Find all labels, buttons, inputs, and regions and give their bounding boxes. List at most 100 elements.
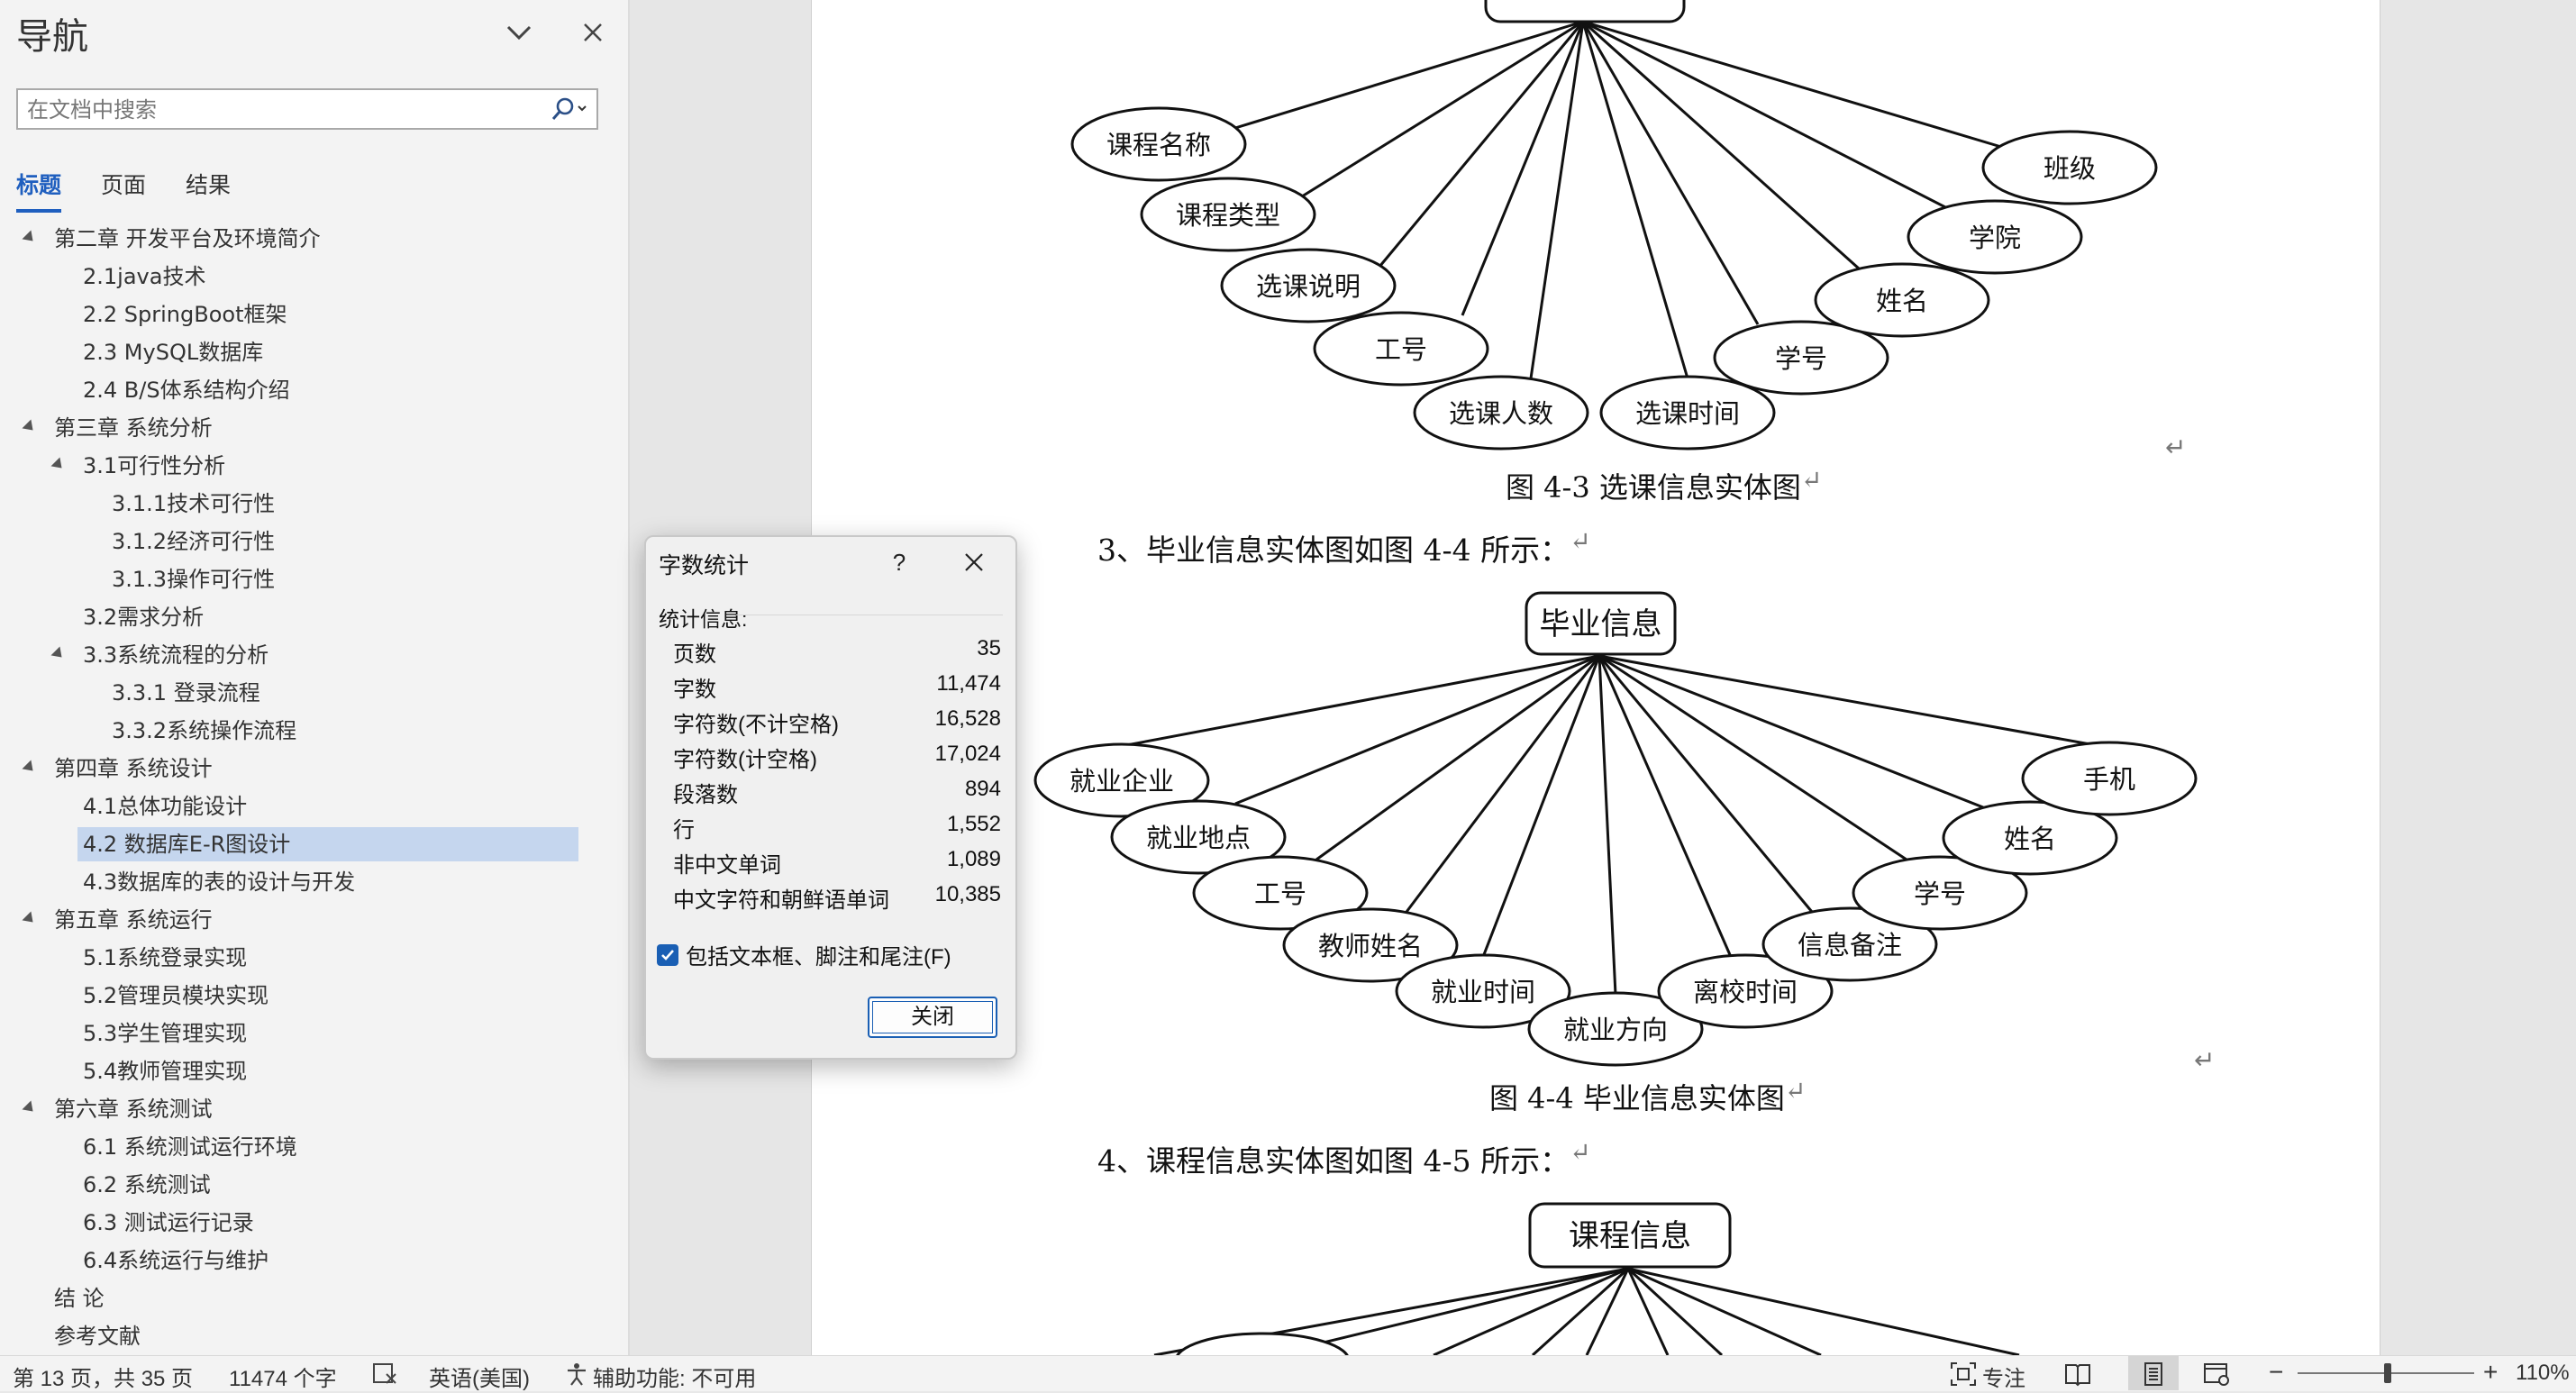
stat-value: 35 [977, 636, 1001, 660]
attribute-label: 学院 [1969, 223, 2021, 253]
dialog-close-icon[interactable] [949, 542, 999, 582]
expand-triangle-icon[interactable] [22, 760, 38, 776]
page-indicator[interactable]: 第 13 页，共 35 页 [13, 1367, 194, 1391]
outline-item[interactable]: 第五章 系统运行 [54, 907, 213, 933]
nav-search-input[interactable] [25, 94, 551, 126]
attribute-ellipse [1761, 906, 1938, 982]
outline-item[interactable]: 3.3系统流程的分析 [83, 642, 269, 668]
outline-item[interactable]: 3.3.2系统操作流程 [112, 718, 297, 743]
checkbox-label: 包括文本框、脚注和尾注(F) [686, 945, 951, 970]
expand-triangle-icon[interactable] [22, 230, 38, 246]
focus-mode-button[interactable]: 专注 [1982, 1367, 2025, 1391]
stat-value: 1,552 [946, 812, 1001, 836]
stat-value: 894 [964, 777, 1001, 801]
expand-triangle-icon[interactable] [22, 911, 38, 927]
web-layout-icon[interactable] [2202, 1361, 2231, 1393]
stat-value: 11,474 [936, 671, 1001, 696]
outline-item[interactable]: 2.2 SpringBoot框架 [83, 302, 287, 327]
relationship-line [1627, 1267, 2020, 1355]
attribute-ellipse [1907, 199, 2083, 275]
zoom-out-icon[interactable]: − [2269, 1358, 2284, 1386]
nav-options-chevron-icon[interactable] [499, 13, 539, 52]
help-button[interactable]: ? [892, 549, 906, 576]
attribute-label: 工号 [1375, 334, 1427, 365]
tab-headings[interactable]: 标题 [16, 168, 62, 213]
outline-item[interactable]: 6.2 系统测试 [83, 1172, 211, 1197]
nav-search-box[interactable] [16, 88, 598, 130]
stat-label: 中文字符和朝鲜语单词 [673, 888, 889, 913]
outline-item[interactable]: 3.1可行性分析 [83, 453, 226, 478]
outline-item[interactable]: 3.1.1技术可行性 [112, 491, 276, 516]
outline-item[interactable]: 6.1 系统测试运行环境 [83, 1134, 297, 1160]
checkbox-checked-icon[interactable] [657, 943, 678, 966]
outline-item[interactable]: 2.4 B/S体系结构介绍 [83, 378, 290, 403]
attribute-ellipse [1981, 130, 2158, 205]
attribute-ellipse [1527, 991, 1704, 1067]
outline-item[interactable]: 6.3 测试运行记录 [83, 1210, 254, 1235]
zoom-in-icon[interactable]: + [2483, 1358, 2499, 1386]
outline-item[interactable]: 2.1java技术 [83, 264, 206, 289]
paragraph-text: 4、课程信息实体图如图 4-5 所示： [1097, 1143, 1570, 1179]
attribute-ellipse [2021, 741, 2198, 816]
focus-icon[interactable] [1950, 1361, 1977, 1393]
include-textboxes-checkbox[interactable]: 包括文本框、脚注和尾注(F) [657, 939, 951, 970]
attribute-label: 学号 [1775, 343, 1827, 374]
print-layout-icon[interactable] [2128, 1356, 2179, 1390]
outline-item[interactable]: 5.3学生管理实现 [83, 1021, 248, 1046]
figure-caption-4-3: 图 4-3 选课信息实体图↵ [1506, 465, 1822, 506]
tab-pages[interactable]: 页面 [101, 172, 147, 198]
attribute-label: 教师姓名 [1318, 931, 1423, 961]
outline-item[interactable]: 3.1.3操作可行性 [112, 567, 276, 592]
zoom-level[interactable]: 110% [2516, 1361, 2570, 1385]
outline-item[interactable]: 3.2需求分析 [83, 605, 205, 630]
outline-item[interactable]: 第二章 开发平台及环境简介 [54, 226, 321, 251]
outline-item[interactable]: 4.1总体功能设计 [83, 794, 248, 819]
attribute-label: 选课人数 [1449, 398, 1553, 429]
paragraph-course-intro: 4、课程信息实体图如图 4-5 所示：↵ [1097, 1137, 1591, 1180]
read-mode-icon[interactable] [2063, 1361, 2092, 1393]
outline-item[interactable]: 6.4系统运行与维护 [83, 1248, 269, 1273]
attribute-label: 信息备注 [1798, 930, 1902, 961]
paragraph-text: 3、毕业信息实体图如图 4-4 所示： [1097, 533, 1570, 568]
relationship-line [1598, 654, 1984, 809]
expand-triangle-icon[interactable] [50, 457, 67, 473]
accessibility-indicator[interactable]: 辅助功能: 不可用 [593, 1367, 757, 1391]
attribute-ellipse [1140, 177, 1316, 252]
relationship-line [1481, 655, 1601, 958]
outline-item[interactable]: 4.3数据库的表的设计与开发 [83, 869, 356, 895]
outline-item[interactable]: 5.1系统登录实现 [83, 945, 248, 970]
outline-item[interactable]: 第三章 系统分析 [54, 415, 213, 441]
relationship-line [1597, 655, 1733, 958]
outline-item[interactable]: 5.2管理员模块实现 [83, 983, 269, 1008]
outline-item[interactable]: 参考文献 [54, 1324, 141, 1349]
relationship-line [1581, 21, 1760, 325]
expand-triangle-icon[interactable] [50, 646, 67, 662]
search-icon[interactable] [546, 94, 593, 124]
outline-item[interactable]: 5.4教师管理实现 [83, 1059, 248, 1084]
outline-item[interactable]: 第四章 系统设计 [54, 756, 213, 781]
paragraph-graduation-intro: 3、毕业信息实体图如图 4-4 所示：↵ [1097, 526, 1591, 569]
tab-results[interactable]: 结果 [186, 172, 232, 198]
outline-item[interactable]: 2.3 MySQL数据库 [83, 340, 264, 365]
zoom-slider-thumb[interactable] [2384, 1363, 2391, 1383]
expand-triangle-icon[interactable] [22, 419, 38, 435]
word-count-indicator[interactable]: 11474 个字 [229, 1367, 337, 1391]
outline-item[interactable]: 结 论 [54, 1286, 105, 1311]
close-button[interactable]: 关闭 [868, 997, 997, 1038]
outline-item[interactable]: 4.2 数据库E-R图设计 [77, 827, 578, 861]
outline-item[interactable]: 3.1.2经济可行性 [112, 529, 276, 554]
proofing-icon[interactable] [371, 1361, 398, 1393]
outline-item[interactable]: 第六章 系统测试 [54, 1097, 213, 1122]
relationship-line [1234, 20, 1584, 130]
outline-item[interactable]: 3.3.1 登录流程 [112, 680, 260, 706]
language-indicator[interactable]: 英语(美国) [429, 1367, 530, 1391]
stat-row: 字符数(不计空格)16,528 [673, 706, 1001, 741]
document-page[interactable]: 课程名称课程类型选课说明工号选课人数选课时间学号姓名学院班级选课信息 图 4-3… [811, 0, 2380, 1355]
nav-close-icon[interactable] [573, 13, 613, 52]
expand-triangle-icon[interactable] [22, 1100, 38, 1116]
attribute-label: 班级 [2044, 153, 2096, 184]
